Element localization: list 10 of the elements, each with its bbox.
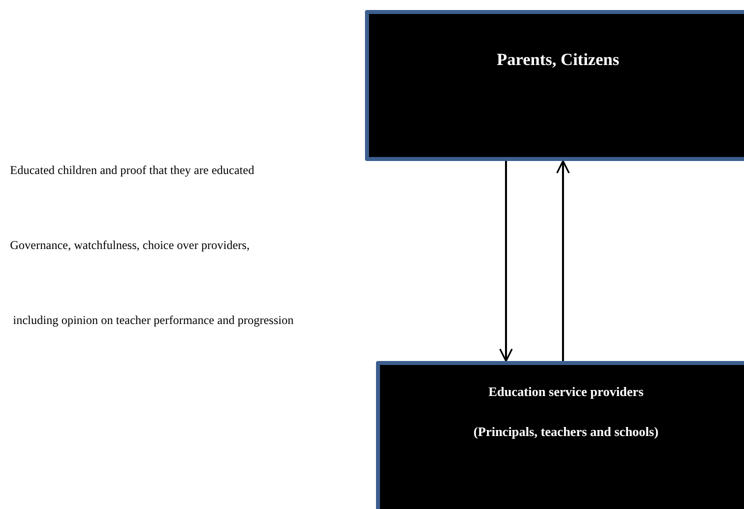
box-text: (Principals, teachers and schools)	[474, 424, 658, 440]
arrow	[556, 160, 570, 361]
note-text: Governance, watchfulness, choice over providers,	[10, 238, 250, 253]
box-text: Education service providers	[488, 384, 644, 400]
note-text: Educated children and proof that they are educated	[10, 163, 254, 178]
rectangle-box	[376, 361, 744, 509]
note-text: including opinion on teacher performance and progression	[12, 313, 294, 328]
arrow	[499, 161, 513, 362]
box-text: Parents, Citizens	[496, 50, 620, 70]
rectangle-box	[365, 10, 744, 161]
